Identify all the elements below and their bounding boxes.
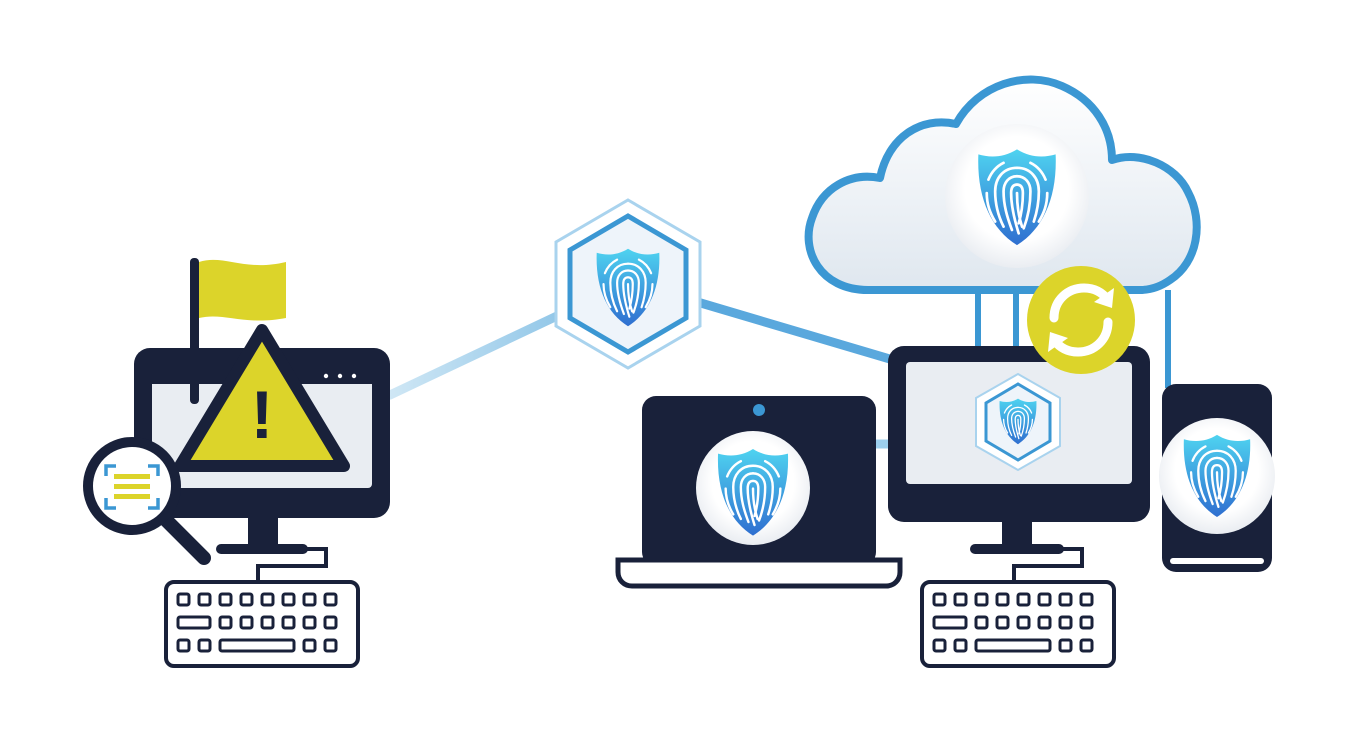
sync-arrows-icon [1027,266,1135,374]
central-security-node [554,198,702,370]
protected-desktop [888,346,1150,668]
laptop-icon [615,396,903,589]
keyboard-icon [920,580,1116,668]
keyboard-icon [164,580,360,668]
warning-symbol: ! [251,377,274,453]
screen-security-hexagon [975,372,1061,472]
monitor-stand [248,518,278,548]
laptop-camera [753,404,765,416]
laptop-base [615,557,903,589]
warning-flag-icon [190,258,286,404]
smartphone-icon [1159,384,1275,572]
cloud-icon [804,75,1201,294]
magnifier-scan-icon [83,437,211,565]
compromised-desktop: ! [83,258,390,668]
cloud-connectors [975,290,1171,388]
warning-triangle-icon: ! [174,324,350,472]
